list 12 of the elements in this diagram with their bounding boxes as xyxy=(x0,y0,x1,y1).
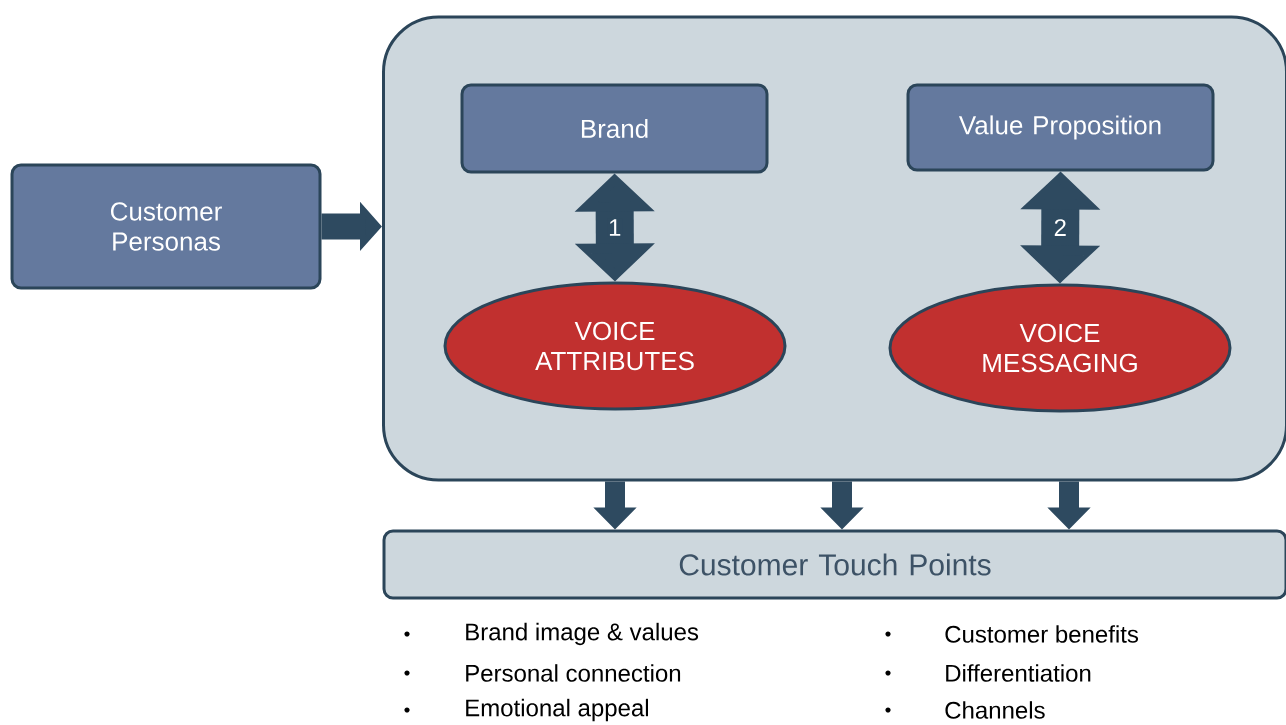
bullet-text: Brand image & values xyxy=(466,622,699,646)
bullet-text: Emotional appeal xyxy=(466,698,648,722)
edge-label: 2 xyxy=(1054,219,1066,236)
touch-points-band: Customer Touch Points xyxy=(382,529,1286,600)
bullet-text: Customer benefits xyxy=(945,625,1139,643)
bullet-text: Personal connection xyxy=(466,664,681,682)
bullet-text: Differentiation xyxy=(946,664,1091,682)
bullet-text: Channels xyxy=(945,701,1045,719)
process-box: Customer Personas xyxy=(10,163,322,290)
process-box: Brand xyxy=(460,83,769,174)
edge-label: 1 xyxy=(609,219,621,236)
process-box: Value Proposition xyxy=(906,83,1215,172)
